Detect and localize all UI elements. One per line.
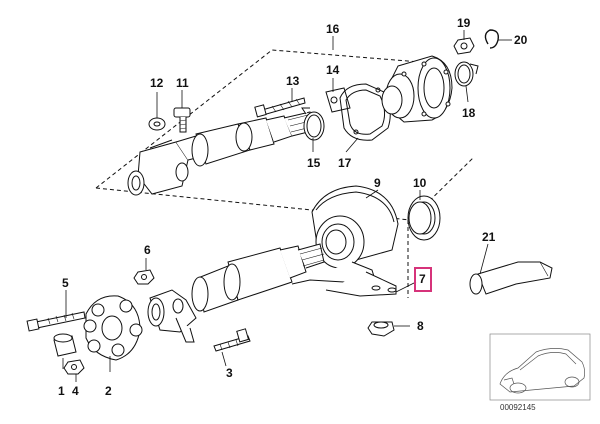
callout-10: 10: [413, 176, 427, 190]
callout-6: 6: [144, 243, 151, 257]
bolt-11: [173, 107, 191, 133]
callout-18: 18: [462, 106, 476, 120]
callout-2: 2: [105, 384, 112, 398]
callout-3: 3: [226, 366, 233, 380]
highlighted-part-box: [414, 267, 432, 292]
callout-5: 5: [62, 276, 69, 290]
callout-19: 19: [457, 16, 471, 30]
nut-4: [63, 359, 85, 375]
callout-13: 13: [286, 74, 300, 88]
callout-16: 16: [326, 22, 340, 36]
callout-17: 17: [338, 156, 352, 170]
callout-12: 12: [150, 76, 164, 90]
callout-15: 15: [307, 156, 321, 170]
lower-shaft-tube: [191, 243, 325, 313]
callout-4: 4: [72, 384, 79, 398]
nut-8: [367, 321, 395, 337]
callout-20: 20: [514, 33, 528, 47]
bolt-3: [213, 328, 251, 352]
nut-19: [453, 37, 475, 55]
grease-tube-21: [469, 261, 553, 295]
callout-21: 21: [482, 230, 496, 244]
bearing-support-9: [291, 185, 399, 297]
leader-lines: [62, 30, 512, 382]
gasket-17: [339, 83, 391, 141]
callout-8: 8: [417, 319, 424, 333]
plate-14: [325, 87, 351, 113]
bolt-13: [254, 97, 306, 118]
seal-10: [407, 195, 441, 241]
flex-disc-2: [83, 295, 143, 361]
callout-9: 9: [374, 176, 381, 190]
clamp-15: [301, 107, 325, 141]
upper-assembly-frame: [95, 49, 421, 189]
cv-joint-16: [381, 55, 453, 123]
nut-6: [133, 269, 155, 285]
lower-yoke: [147, 289, 197, 343]
reference-code: 00092145: [500, 403, 536, 412]
callout-14: 14: [326, 63, 340, 77]
washer-12: [148, 117, 166, 131]
snap-ring-20: [484, 29, 500, 49]
callout-1: 1: [58, 384, 65, 398]
callout-11: 11: [176, 76, 189, 90]
clamp-18: [454, 61, 479, 87]
car-thumbnail: [489, 333, 591, 401]
sleeve-1: [53, 333, 77, 357]
upper-shaft-tube: [191, 111, 317, 167]
bolt-5: [26, 311, 86, 332]
callout-7: 7: [419, 272, 426, 286]
